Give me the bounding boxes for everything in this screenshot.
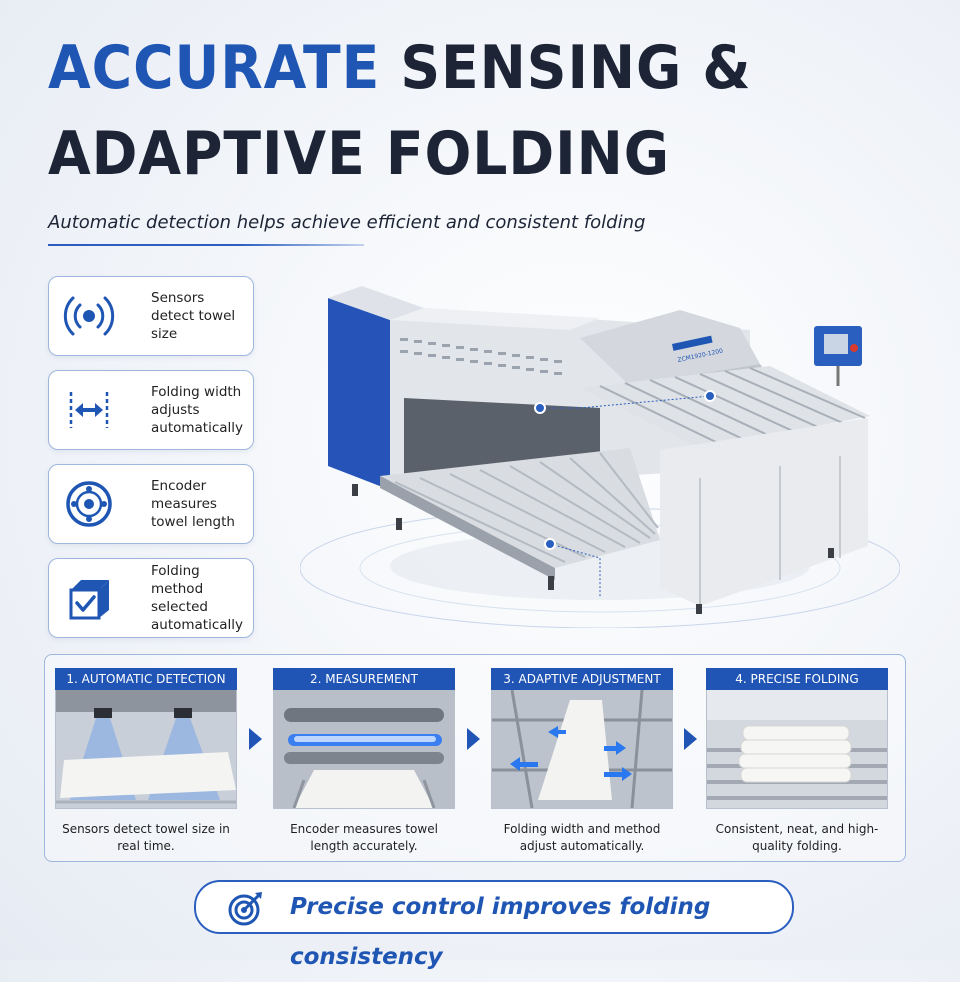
step-arrow-icon — [249, 728, 262, 750]
feature-text: Encoder measures towel length — [151, 478, 235, 530]
step-title: 2. MEASUREMENT — [273, 668, 455, 690]
step-title: 4. PRECISE FOLDING — [706, 668, 888, 690]
headline-accent: ACCURATE — [48, 33, 381, 103]
step-precise-folding: 4. PRECISE FOLDING Consistent, neat, and… — [706, 668, 888, 855]
step-caption: Encoder measures towel length accurately… — [290, 822, 438, 853]
feature-card-method: Folding method selected automatically — [48, 558, 254, 638]
feature-text: Sensors detect towel size — [151, 290, 236, 342]
subtitle-underline — [48, 244, 364, 246]
bottom-banner: Precise control improves folding consist… — [194, 880, 794, 970]
feature-card-sensors: Sensors detect towel size — [48, 276, 254, 356]
box-check-icon — [69, 580, 109, 620]
encoder-wheel-icon — [66, 481, 112, 527]
feature-text: Folding width adjusts automatically — [151, 384, 244, 436]
feature-text: Folding method selected automatically — [151, 563, 244, 633]
banner-text: Precise control improves folding consist… — [290, 894, 711, 970]
step-title: 3. ADAPTIVE ADJUSTMENT — [491, 668, 673, 690]
headline-line-2: ADAPTIVE FOLDING — [48, 119, 670, 189]
step-caption: Folding width and method adjust automati… — [503, 822, 661, 853]
headline-rest: SENSING & — [380, 33, 752, 103]
step-measurement-image — [273, 690, 455, 809]
step-detection-image — [55, 690, 237, 809]
step-title: 1. AUTOMATIC DETECTION — [55, 668, 237, 690]
step-arrow-icon — [467, 728, 480, 750]
step-adjustment-image — [491, 690, 673, 809]
subtitle: Automatic detection helps achieve effici… — [48, 212, 646, 233]
step-arrow-icon — [684, 728, 697, 750]
step-folding-image — [706, 690, 888, 809]
feature-card-encoder: Encoder measures towel length — [48, 464, 254, 544]
step-adaptive-adjustment: 3. ADAPTIVE ADJUSTMENT Folding width and… — [491, 668, 673, 855]
headline-line-1: ACCURATE SENSING & — [48, 38, 751, 98]
target-icon — [228, 892, 262, 926]
step-measurement: 2. MEASUREMENT Encoder measures towel le… — [273, 668, 455, 855]
step-caption: Sensors detect towel size in real time. — [62, 822, 230, 853]
step-automatic-detection: 1. AUTOMATIC DETECTION Sensors detect to… — [55, 668, 237, 855]
towel-folding-machine: ZCM1920-1200 — [300, 286, 900, 628]
step-caption: Consistent, neat, and high-quality foldi… — [715, 822, 879, 853]
width-arrows-icon — [69, 392, 109, 428]
feature-card-width: Folding width adjusts automatically — [48, 370, 254, 450]
sensor-waves-icon — [63, 296, 115, 336]
